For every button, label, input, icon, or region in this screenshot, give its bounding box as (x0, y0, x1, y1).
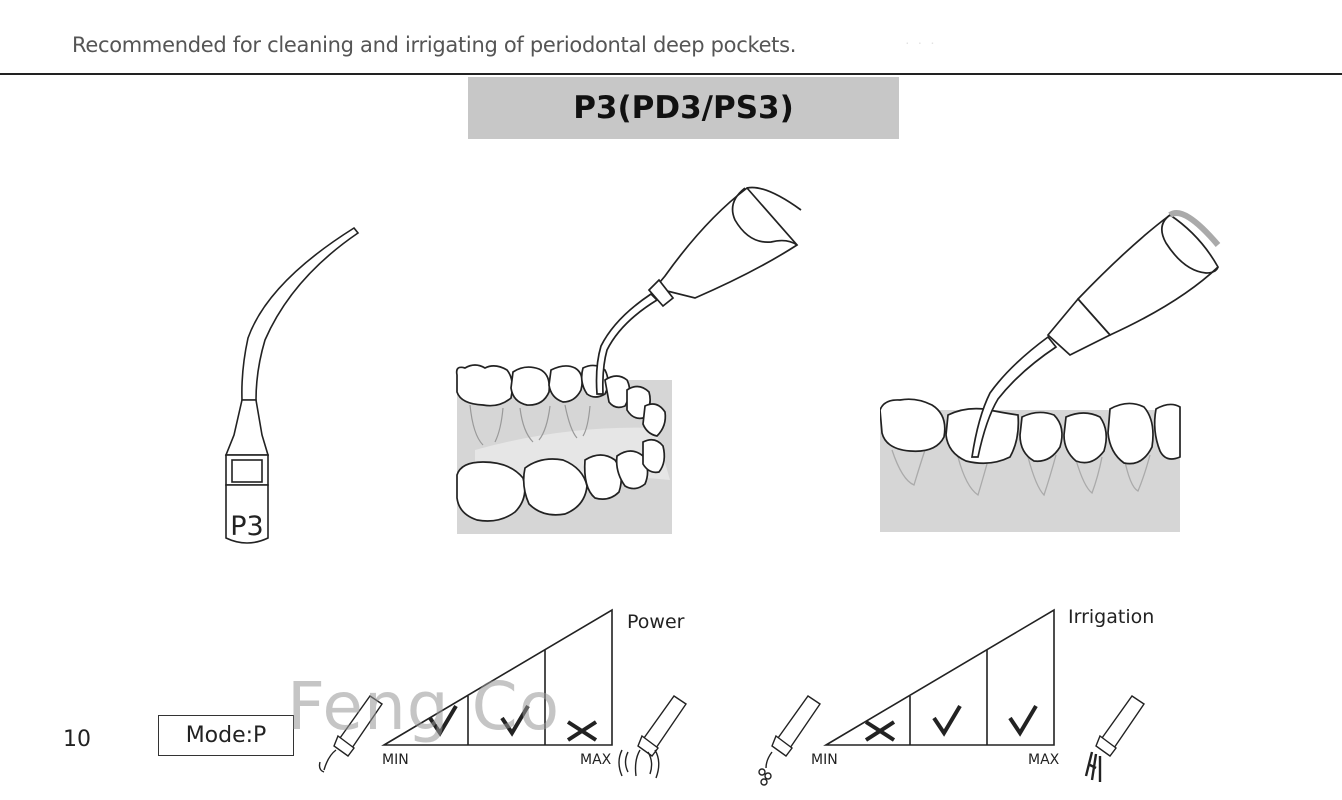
faint-background-smudge: · · · (905, 34, 937, 50)
power-level-2-check-icon (500, 704, 530, 737)
irrigation-max-label: MAX (1028, 752, 1060, 768)
mode-box: Mode:P (158, 715, 294, 756)
mode-label: Mode:P (185, 723, 267, 748)
irrigation-level-1-cross-icon (864, 720, 896, 742)
side-teeth-illustration (880, 210, 1221, 532)
title-banner: P3(PD3/PS3) (468, 77, 899, 139)
irrigation-scale-chart (758, 608, 1145, 786)
low-irrigation-handpiece-icon (758, 695, 821, 786)
irrigation-level-2-check-icon (932, 704, 962, 737)
low-power-handpiece-icon (318, 695, 383, 773)
irrigation-level-3-check-icon (1008, 704, 1038, 737)
irrigation-label: Irrigation (1068, 606, 1155, 628)
page-number: 10 (63, 727, 91, 752)
power-max-label: MAX (580, 752, 612, 768)
scaler-tip-illustration: P3 (224, 226, 360, 544)
power-scale-chart (318, 608, 687, 779)
high-power-handpiece-icon (618, 695, 687, 779)
power-label: Power (627, 611, 685, 633)
power-min-label: MIN (382, 752, 409, 768)
open-mouth-illustration (455, 186, 802, 534)
high-irrigation-handpiece-icon (1084, 695, 1145, 782)
irrigation-min-label: MIN (811, 752, 838, 768)
header-rule (0, 73, 1342, 75)
page-subtitle: Recommended for cleaning and irrigating … (72, 33, 797, 57)
page-title: P3(PD3/PS3) (573, 90, 794, 126)
watermark: Feng Co (287, 668, 561, 745)
power-level-1-check-icon (428, 704, 458, 737)
power-level-3-cross-icon (566, 720, 598, 742)
tip-label: P3 (230, 511, 263, 542)
